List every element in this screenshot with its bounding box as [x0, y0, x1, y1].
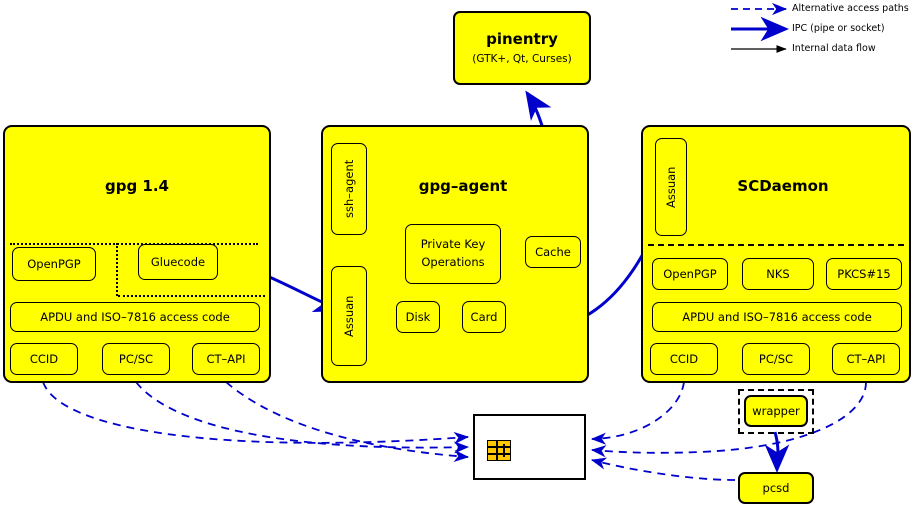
pinentry-title: pinentry — [486, 30, 558, 49]
gpg-agent-ssh-agent-box[interactable]: ssh–agent — [331, 143, 367, 235]
alt-ccid-card — [42, 381, 470, 445]
gpg-title: gpg 1.4 — [104, 177, 169, 195]
gpg-agent-title: gpg–agent — [418, 177, 508, 195]
scdaemon-assuan-box[interactable]: Assuan — [655, 138, 687, 236]
scdaemon-reader-ctapi[interactable]: CT–API — [832, 343, 900, 375]
scdaemon-apdu-label: APDU and ISO–7816 access code — [682, 310, 872, 324]
gpg-agent-disk-label: Disk — [405, 310, 431, 324]
scdaemon-app-pkcs15-label: PKCS#15 — [837, 267, 891, 281]
gpg-gluecode-label: Gluecode — [150, 255, 206, 269]
legend-label-alt: Alternative access paths — [792, 3, 909, 14]
scdaemon-assuan-label: Assuan — [664, 166, 678, 208]
smartcard[interactable] — [473, 414, 586, 480]
smartcard-chip — [487, 440, 511, 461]
gpg-apdu-label: APDU and ISO–7816 access code — [40, 310, 230, 324]
legend-label-ipc: IPC (pipe or socket) — [792, 23, 885, 34]
wrapper-label: wrapper — [752, 404, 800, 418]
scdaemon-reader-ccid[interactable]: CCID — [650, 343, 718, 375]
gpg-reader-ctapi-label: CT–API — [206, 352, 246, 366]
wrapper-box[interactable]: wrapper — [744, 395, 808, 427]
alt-scd-ccid-card — [590, 381, 685, 445]
pcsd-label: pcsd — [762, 481, 790, 495]
scdaemon-apdu-box[interactable]: APDU and ISO–7816 access code — [652, 302, 902, 332]
panel-gpg: gpg 1.4 — [3, 125, 271, 383]
alt-scd-ctapi-card — [590, 381, 867, 458]
gpg-reader-ccid-label: CCID — [29, 352, 59, 366]
gpg-dotted-region-bottom — [118, 275, 265, 297]
gpg-agent-cache-label: Cache — [535, 245, 571, 259]
gpg-dotted-region-top — [10, 243, 258, 275]
gpg-agent-assuan-box[interactable]: Assuan — [331, 266, 367, 366]
alt-pcsc-card — [135, 381, 470, 454]
scdaemon-reader-ctapi-label: CT–API — [846, 352, 886, 366]
gpg-dotted-region-right — [10, 243, 118, 296]
scdaemon-divider — [648, 244, 904, 246]
gpg-reader-pcsc-label: PC/SC — [118, 352, 154, 366]
gpg-agent-assuan-label: Assuan — [342, 295, 356, 337]
gpg-agent-disk-box[interactable]: Disk — [396, 301, 440, 333]
gpg-agent-card-box[interactable]: Card — [462, 301, 506, 333]
alt-pcsd-card — [590, 457, 736, 481]
gpg-gluecode-box[interactable]: Gluecode — [138, 244, 218, 280]
gpg-agent-card-label: Card — [470, 310, 498, 324]
gpg-reader-pcsc[interactable]: PC/SC — [102, 343, 170, 375]
scdaemon-app-nks-label: NKS — [766, 267, 790, 281]
gpg-agent-private-key-operations-box[interactable]: Private Key Operations — [405, 224, 501, 284]
gpg-agent-cache-box[interactable]: Cache — [525, 236, 581, 268]
scdaemon-app-nks[interactable]: NKS — [742, 258, 814, 290]
legend-label-flow: Internal data flow — [792, 43, 876, 54]
ipc-wrapper-pcsd — [764, 431, 790, 473]
scdaemon-app-openpgp[interactable]: OpenPGP — [652, 258, 728, 290]
wrapper-dashed-region — [738, 389, 814, 434]
gpg-reader-ccid[interactable]: CCID — [10, 343, 78, 375]
gpg-agent-ssh-agent-label: ssh–agent — [342, 159, 356, 219]
pinentry-subtitle: (GTK+, Qt, Curses) — [472, 53, 572, 66]
gpg-reader-ctapi[interactable]: CT–API — [192, 343, 260, 375]
scdaemon-reader-pcsc[interactable]: PC/SC — [742, 343, 810, 375]
scdaemon-app-openpgp-label: OpenPGP — [663, 267, 717, 281]
scdaemon-title: SCDaemon — [737, 177, 829, 195]
scdaemon-reader-pcsc-label: PC/SC — [758, 352, 794, 366]
scdaemon-reader-ccid-label: CCID — [669, 352, 699, 366]
pinentry-box[interactable]: pinentry (GTK+, Qt, Curses) — [453, 11, 591, 85]
gpg-openpgp-label: OpenPGP — [27, 257, 81, 271]
pko-line1: Private Key — [420, 237, 486, 252]
gpg-openpgp-box[interactable]: OpenPGP — [12, 247, 96, 281]
scdaemon-app-pkcs15[interactable]: PKCS#15 — [826, 258, 902, 290]
pko-line2: Operations — [421, 255, 485, 269]
gpg-apdu-box[interactable]: APDU and ISO–7816 access code — [10, 302, 260, 332]
pcsd-box[interactable]: pcsd — [738, 472, 814, 504]
alt-ctapi-card — [225, 381, 470, 463]
